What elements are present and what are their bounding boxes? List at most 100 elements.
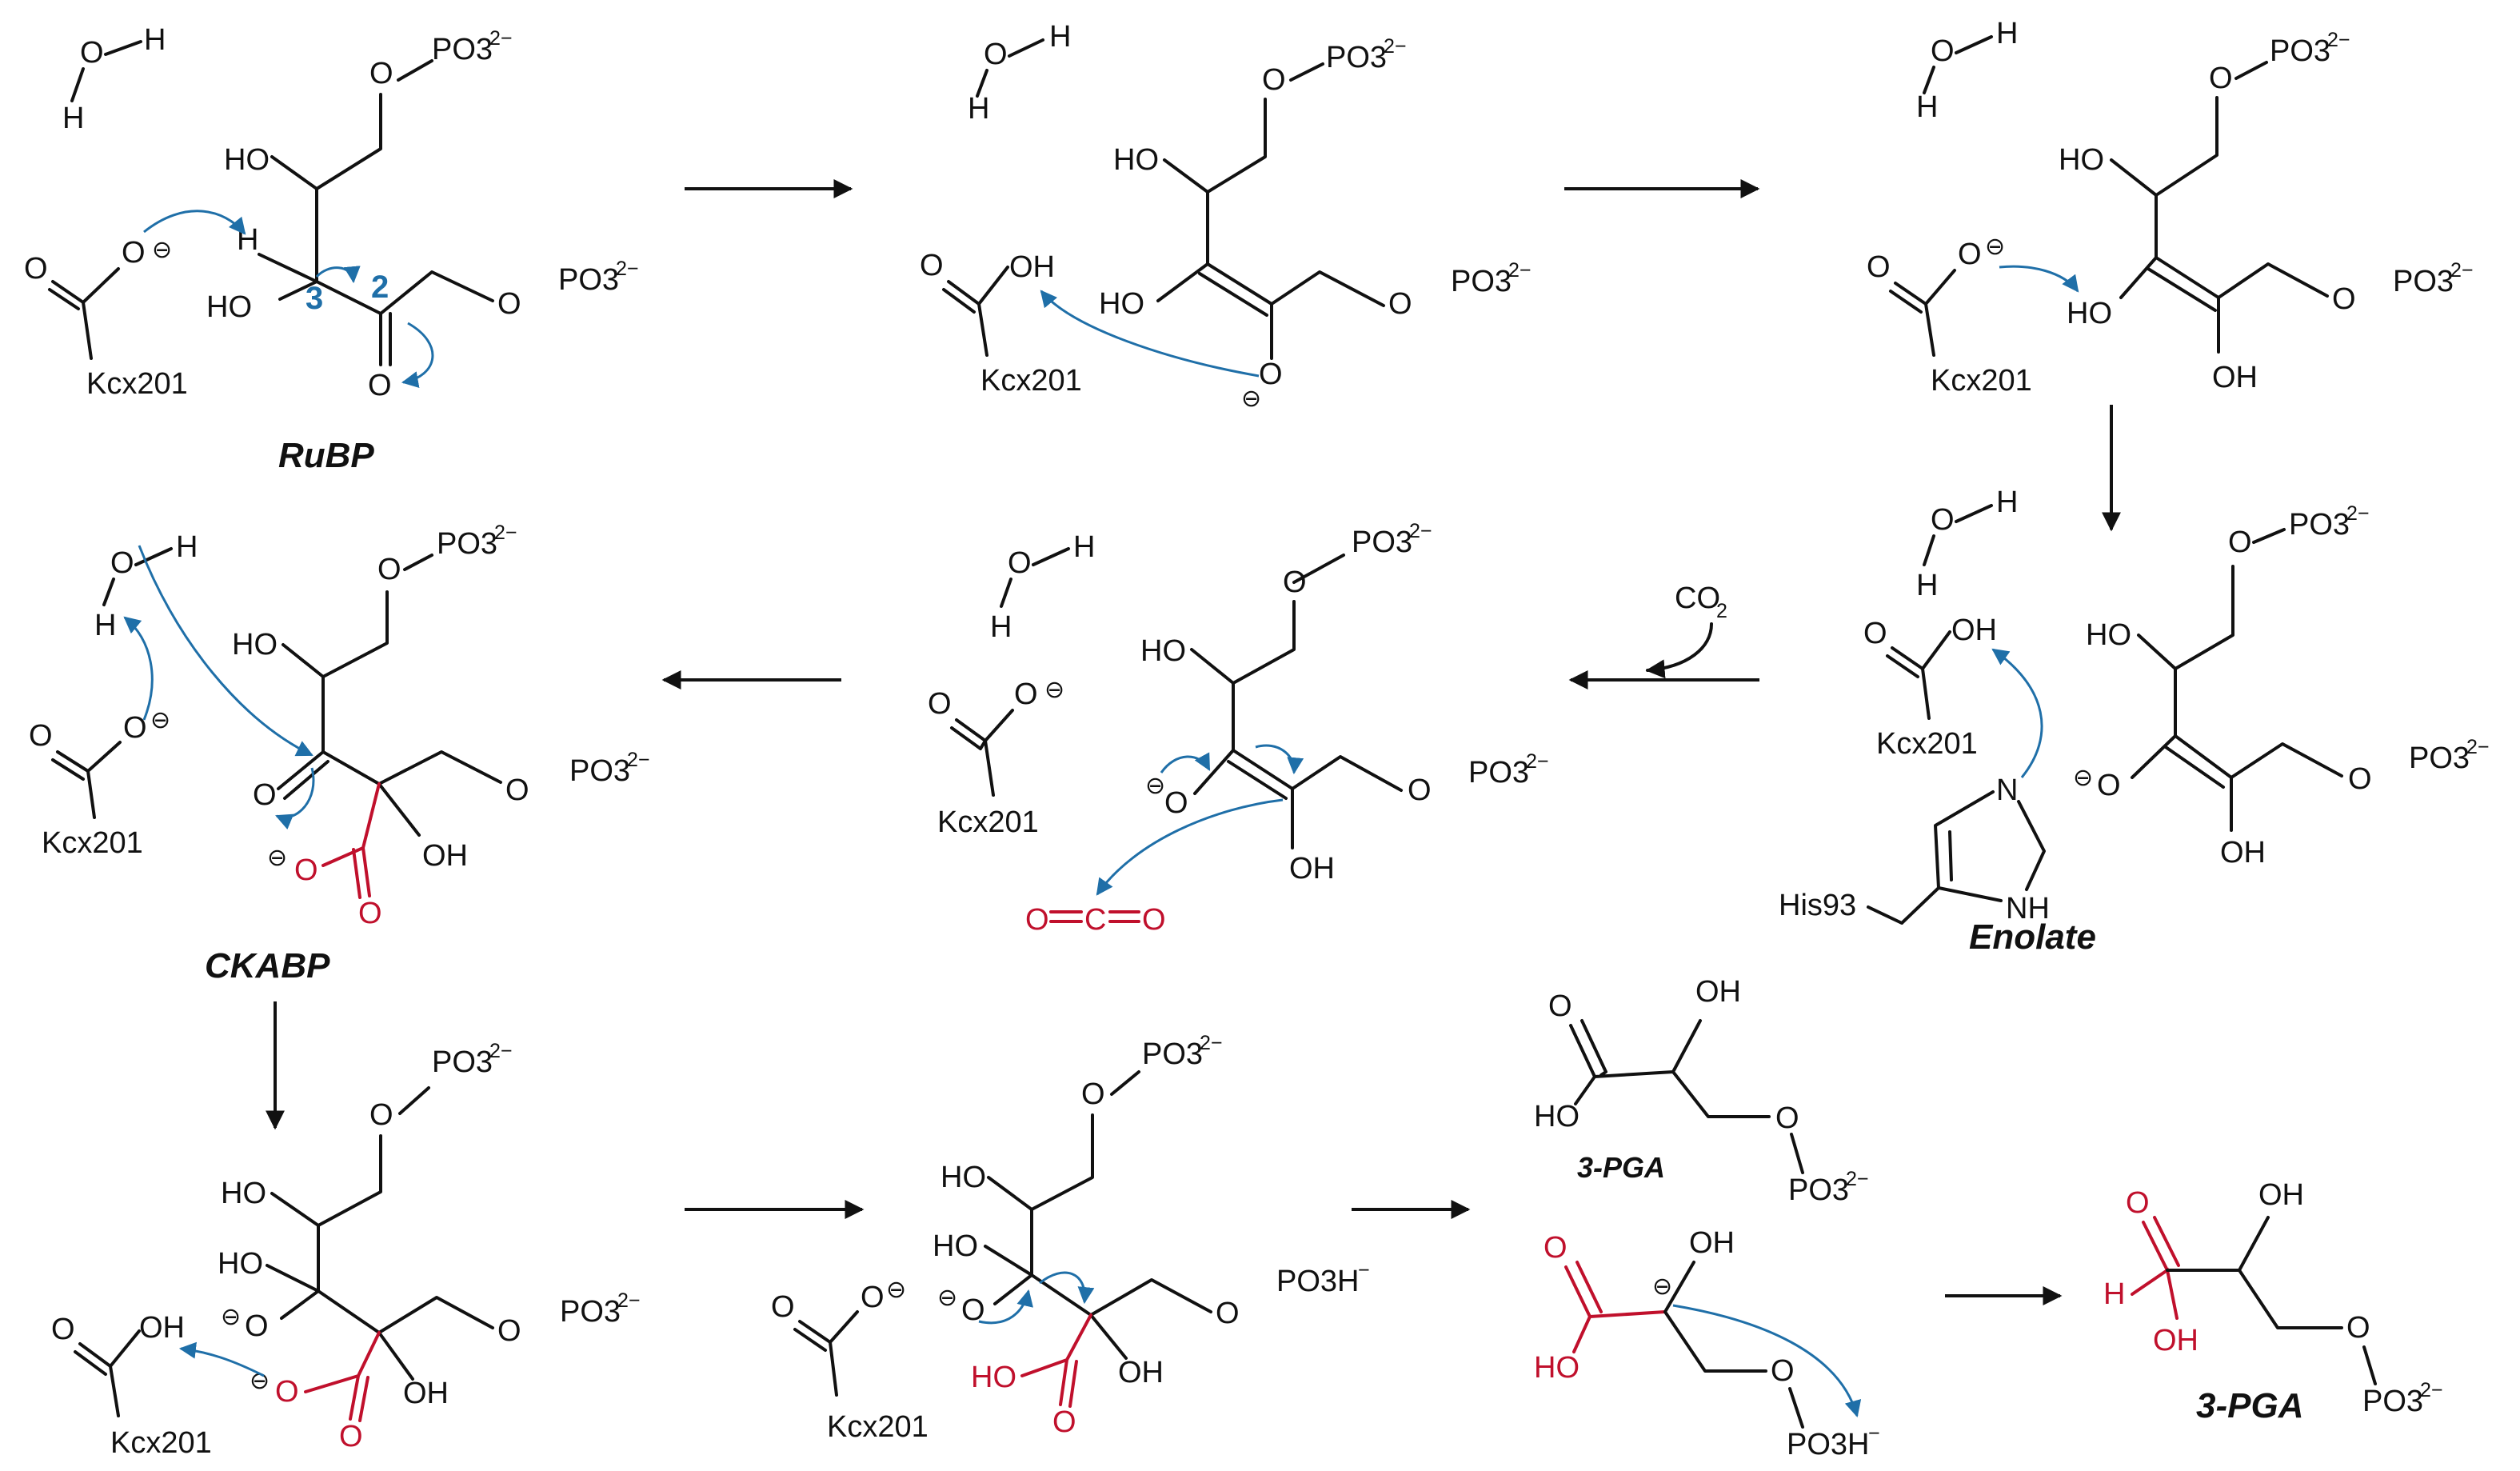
panel-products: O OH HO O PO3 2− 3-PGA O HO OH ⊖ O PO3H … bbox=[1534, 975, 1880, 1461]
carboxyl-o: O bbox=[2126, 1186, 2150, 1220]
water-h: H bbox=[1996, 486, 2018, 519]
ester-o: O bbox=[1771, 1354, 1795, 1388]
ester-o: O bbox=[2346, 1311, 2370, 1345]
charge-symbol: ⊖ bbox=[152, 236, 172, 264]
charge-label: 2− bbox=[489, 27, 513, 50]
water-h: H bbox=[1049, 20, 1071, 54]
water-h: H bbox=[1996, 17, 2018, 50]
water-o: O bbox=[110, 546, 134, 580]
ester-o: O bbox=[1775, 1101, 1799, 1135]
curved-arrow bbox=[123, 616, 154, 721]
phosphate-label: PO3 bbox=[2362, 1385, 2423, 1418]
curved-arrow bbox=[1160, 752, 1211, 773]
ester-o: O bbox=[1408, 773, 1432, 807]
charge-label: 2− bbox=[2327, 29, 2350, 51]
charge-label: 2− bbox=[1409, 520, 1432, 542]
charge-label: 2− bbox=[2450, 259, 2474, 282]
phosphate-label: PO3 bbox=[1451, 265, 1512, 298]
kcx201-label: Kcx201 bbox=[1876, 727, 1978, 761]
water-h: H bbox=[1073, 530, 1095, 564]
water-h: H bbox=[990, 610, 1012, 644]
co2-addition: CO 2 bbox=[1568, 582, 1759, 690]
carboxyl-o: O bbox=[1052, 1405, 1076, 1439]
curved-arrow bbox=[315, 266, 361, 284]
histidine-93: N NH His93 bbox=[1779, 648, 2050, 925]
alkoxide-o: O bbox=[245, 1309, 269, 1343]
charge-symbol: ⊖ bbox=[150, 706, 170, 734]
water-o: O bbox=[1008, 546, 1032, 580]
phosphate-label: PO3 bbox=[432, 1045, 493, 1079]
hydroxyl-label: HO bbox=[206, 290, 252, 324]
panel-carboxylation: O H H O O ⊖ Kcx201 HO O PO3 2− ⊖ O OH O … bbox=[928, 520, 1549, 937]
hydroxyl-label: OH bbox=[1689, 1226, 1735, 1260]
hydroxyl-label: HO bbox=[2059, 143, 2104, 177]
keto-o: O bbox=[253, 778, 277, 812]
enolate-o: O bbox=[1259, 358, 1283, 391]
carbanion-fragment: O HO OH ⊖ O PO3H − bbox=[1534, 1226, 1880, 1461]
carbon-2-label: 2 bbox=[371, 270, 389, 305]
charge-label: 2− bbox=[616, 258, 639, 280]
phosphate-label: PO3 bbox=[560, 1295, 621, 1329]
co2-label: CO bbox=[1675, 582, 1720, 615]
carboxylate-o: O bbox=[358, 897, 382, 930]
panel-gem-diol: O OH Kcx201 HO O PO3 2− HO ⊖ O OH O PO3 … bbox=[51, 1040, 641, 1460]
ester-o: O bbox=[497, 1314, 521, 1348]
charge-symbol: ⊖ bbox=[1652, 1273, 1672, 1301]
charge-label: 2− bbox=[2346, 502, 2370, 525]
hydroxyl-label: HO bbox=[933, 1229, 978, 1263]
ester-o: O bbox=[2228, 526, 2252, 559]
water-h: H bbox=[968, 92, 989, 126]
curved-arrow bbox=[1672, 1304, 1862, 1418]
charge-symbol: ⊖ bbox=[1241, 385, 1261, 413]
ester-o: O bbox=[2348, 762, 2372, 796]
carboxyl-o: O bbox=[1867, 250, 1891, 284]
charge-label: 2− bbox=[1846, 1168, 1869, 1190]
water-h: H bbox=[176, 530, 198, 564]
carboxyl-o: O bbox=[771, 1290, 795, 1324]
phosphate-label: PO3 bbox=[1352, 526, 1412, 559]
curved-arrow bbox=[1039, 1271, 1095, 1305]
phosphate-label: PO3 bbox=[1788, 1173, 1849, 1207]
charge-label: 2− bbox=[1200, 1032, 1223, 1054]
phosphate-label: PO3H bbox=[1787, 1428, 1869, 1461]
hydroxyl-label: OH bbox=[403, 1377, 449, 1410]
carboxylate-o: O bbox=[339, 1420, 363, 1453]
phosphate-label: PO3 bbox=[437, 527, 497, 561]
charge-symbol: ⊖ bbox=[221, 1303, 241, 1331]
carboxylate-o: O bbox=[294, 853, 318, 887]
hydroxyl-label: HO bbox=[2067, 297, 2112, 330]
carboxyl-o: O bbox=[1958, 238, 1982, 271]
carboxyl-o: O bbox=[24, 252, 48, 286]
carboxyl-o: O bbox=[920, 249, 944, 282]
hydroxyl-label: OH bbox=[2212, 361, 2258, 394]
ester-o: O bbox=[377, 553, 401, 586]
ester-o: O bbox=[1388, 287, 1412, 321]
panel-enolate: O H H O OH Kcx201 N NH His93 HO O PO3 2−… bbox=[1779, 486, 2490, 957]
carboxyl-o: O bbox=[1863, 617, 1887, 650]
curved-arrow bbox=[143, 210, 246, 235]
phosphate-label: PO3 bbox=[2393, 265, 2454, 298]
species-label-3pga-upper: 3-PGA bbox=[1577, 1151, 1665, 1184]
ester-o: O bbox=[369, 57, 393, 90]
charge-label: 2− bbox=[494, 522, 517, 544]
curved-arrow bbox=[275, 767, 315, 829]
water-h: H bbox=[94, 609, 116, 642]
water-o: O bbox=[1931, 503, 1955, 537]
charge-symbol: ⊖ bbox=[886, 1276, 906, 1304]
carbon-3-label: 3 bbox=[306, 281, 323, 316]
curved-arrow bbox=[978, 1289, 1033, 1325]
charge-label: 2− bbox=[1526, 750, 1549, 773]
hydroxyl-label: HO bbox=[1140, 634, 1186, 668]
water-o: O bbox=[80, 36, 104, 70]
species-label-rubp: RuBP bbox=[278, 436, 374, 475]
water-h: H bbox=[62, 102, 84, 135]
carboxylate-o: O bbox=[275, 1375, 299, 1409]
phosphate-label: PO3 bbox=[2289, 508, 2350, 542]
hydroxyl-label: HO bbox=[941, 1161, 986, 1194]
his93-label: His93 bbox=[1779, 889, 1856, 922]
water-molecule: O H H bbox=[62, 23, 166, 135]
carboxyl-o: O bbox=[123, 711, 147, 745]
panel-rubp: O H H O O ⊖ Kcx201 HO O PO3 2− H HO O O … bbox=[24, 23, 639, 475]
hydroxyl-label: OH bbox=[2258, 1178, 2304, 1212]
